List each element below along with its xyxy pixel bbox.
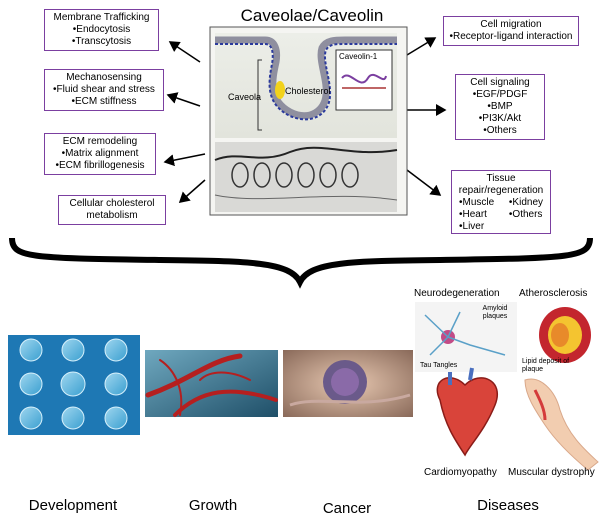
diagram-title: Caveolae/Caveolin bbox=[240, 6, 384, 25]
muscular-dystrophy-image bbox=[524, 378, 599, 471]
box-item: •Receptor-ligand interaction bbox=[449, 31, 573, 42]
box-item: •EGF/PDGF bbox=[472, 89, 528, 100]
box-heading: Mechanosensing bbox=[66, 72, 142, 83]
caption-development: Development bbox=[28, 497, 118, 514]
neurodegeneration-image bbox=[415, 302, 517, 372]
tau-label: Tau Tangles bbox=[420, 362, 458, 369]
box-item: •ECM stiffness bbox=[71, 96, 137, 107]
cholesterol-metabolism-box: Cellular cholesterol metabolism bbox=[58, 195, 166, 225]
tissue-repair-box: Tissue repair/regeneration •Muscle •Hear… bbox=[451, 170, 551, 234]
muscular-dystrophy-label: Muscular dystrophy bbox=[508, 467, 595, 478]
box-item: •Fluid shear and stress bbox=[53, 84, 155, 95]
box-heading: Cell signaling bbox=[470, 77, 530, 88]
box-heading: Tissue bbox=[486, 173, 516, 184]
box-heading: ECM remodeling bbox=[62, 136, 138, 147]
box-item: •Transcytosis bbox=[71, 36, 132, 47]
cardiomyopathy-image bbox=[436, 367, 498, 457]
box-item: •BMP bbox=[487, 101, 513, 112]
caveola-figure bbox=[209, 26, 408, 216]
cell-signaling-box: Cell signaling •EGF/PDGF •BMP •PI3K/Akt … bbox=[455, 74, 545, 140]
brace bbox=[9, 237, 593, 289]
neurodegeneration-label: Neurodegeneration bbox=[414, 288, 500, 299]
caption-diseases: Diseases bbox=[477, 497, 539, 514]
cell-migration-box: Cell migration •Receptor-ligand interact… bbox=[443, 16, 579, 46]
atherosclerosis-label: Atherosclerosis bbox=[519, 288, 588, 299]
box-item: metabolism bbox=[86, 210, 138, 221]
amyloid-label: Amyloid plaques bbox=[482, 305, 508, 320]
box-item: •Muscle bbox=[459, 197, 495, 208]
growth-image bbox=[145, 350, 278, 417]
atherosclerosis-image bbox=[522, 302, 598, 372]
caption-cancer: Cancer bbox=[322, 500, 372, 517]
box-item: •Heart bbox=[459, 209, 487, 220]
box-item: •Kidney bbox=[508, 197, 543, 208]
caveola-label: Caveola bbox=[228, 92, 262, 102]
box-item: •Liver bbox=[459, 221, 485, 232]
cardiomyopathy-label: Cardiomyopathy bbox=[424, 467, 497, 478]
box-heading: Membrane Trafficking bbox=[53, 12, 150, 23]
box-item: •ECM fibrillogenesis bbox=[55, 160, 145, 171]
box-item: •Endocytosis bbox=[72, 24, 131, 35]
development-image bbox=[8, 335, 140, 435]
cholesterol-label: Cholesterol bbox=[285, 86, 331, 96]
mechanosensing-box: Mechanosensing •Fluid shear and stress •… bbox=[44, 69, 164, 111]
arrows bbox=[163, 37, 447, 203]
caption-growth: Growth bbox=[188, 497, 238, 514]
box-item: •Others bbox=[483, 125, 517, 136]
box-item: •Matrix alignment bbox=[61, 148, 139, 159]
ecm-remodeling-box: ECM remodeling •Matrix alignment •ECM fi… bbox=[44, 133, 156, 175]
cancer-image bbox=[283, 350, 413, 417]
lipid-label: Lipid deposit of plaque bbox=[522, 358, 570, 373]
box-subheading: repair/regeneration bbox=[458, 185, 544, 196]
box-heading: Cellular cholesterol bbox=[69, 198, 155, 209]
box-item: •Others bbox=[508, 209, 543, 220]
membrane-trafficking-box: Membrane Trafficking •Endocytosis •Trans… bbox=[44, 9, 159, 51]
box-heading: Cell migration bbox=[480, 19, 542, 30]
caveolin-label: Caveolin-1 bbox=[339, 52, 378, 61]
box-item: •PI3K/Akt bbox=[478, 113, 522, 124]
